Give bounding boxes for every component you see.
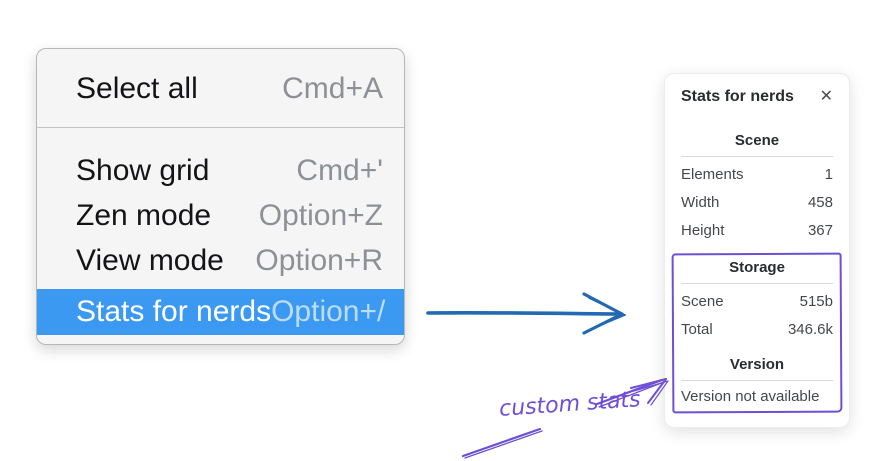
stat-value: 458 (807, 194, 833, 211)
menu-item-view-mode[interactable]: View mode Option+R (37, 238, 404, 283)
stats-panel-header: Stats for nerds ✕ (681, 86, 833, 108)
menu-item-shortcut: Cmd+' (296, 153, 383, 187)
stat-value: 515b (799, 293, 833, 310)
stat-value: 1 (824, 166, 833, 183)
menu-item-label: Select all (76, 72, 198, 105)
annotation-arrow (461, 378, 669, 459)
menu-item-label: View mode (76, 243, 224, 277)
menu-item-shortcut: Cmd+A (282, 72, 383, 105)
stat-label: Height (681, 222, 725, 239)
menu-item-stats-for-nerds[interactable]: Stats for nerds Option+/ (37, 289, 404, 335)
menu-item-show-grid[interactable]: Show grid Cmd+' (37, 148, 404, 193)
context-menu: Select all Cmd+A Show grid Cmd+' Zen mod… (36, 48, 405, 345)
blue-arrow (426, 292, 626, 335)
section-header-version: Version (729, 356, 785, 373)
section-header-storage: Storage (729, 259, 785, 276)
stat-value: 367 (807, 222, 833, 239)
stat-label: Scene (681, 293, 724, 310)
stat-row-total-storage: Total 346.6k (681, 316, 833, 344)
menu-item-label: Stats for nerds (76, 295, 272, 328)
stat-row-height: Height 367 (681, 217, 833, 245)
stat-row-scene-storage: Scene 515b (681, 288, 833, 316)
stat-label: Width (681, 194, 720, 211)
stat-label: Elements (681, 166, 744, 183)
menu-item-shortcut: Option+R (255, 243, 383, 277)
section-divider (681, 283, 833, 284)
menu-item-shortcut: Option+Z (258, 198, 383, 232)
menu-item-label: Show grid (76, 153, 210, 187)
close-icon[interactable]: ✕ (819, 88, 833, 105)
menu-item-zen-mode[interactable]: Zen mode Option+Z (37, 193, 404, 238)
stats-panel: Stats for nerds ✕ Scene Elements 1 Width… (664, 73, 850, 428)
menu-divider (37, 127, 404, 128)
stat-value: 346.6k (787, 321, 833, 338)
stat-row-width: Width 458 (681, 189, 833, 217)
menu-item-shortcut: Option+/ (271, 295, 386, 328)
stat-row-elements: Elements 1 (681, 161, 833, 189)
menu-item-select-all[interactable]: Select all Cmd+A (37, 65, 404, 113)
stat-label: Total (681, 321, 713, 338)
menu-item-label: Zen mode (76, 198, 212, 232)
version-note: Version not available (681, 388, 820, 405)
section-divider (681, 380, 833, 381)
section-header-scene: Scene (734, 132, 780, 149)
panel-title: Stats for nerds (681, 88, 794, 105)
section-divider (681, 156, 833, 157)
